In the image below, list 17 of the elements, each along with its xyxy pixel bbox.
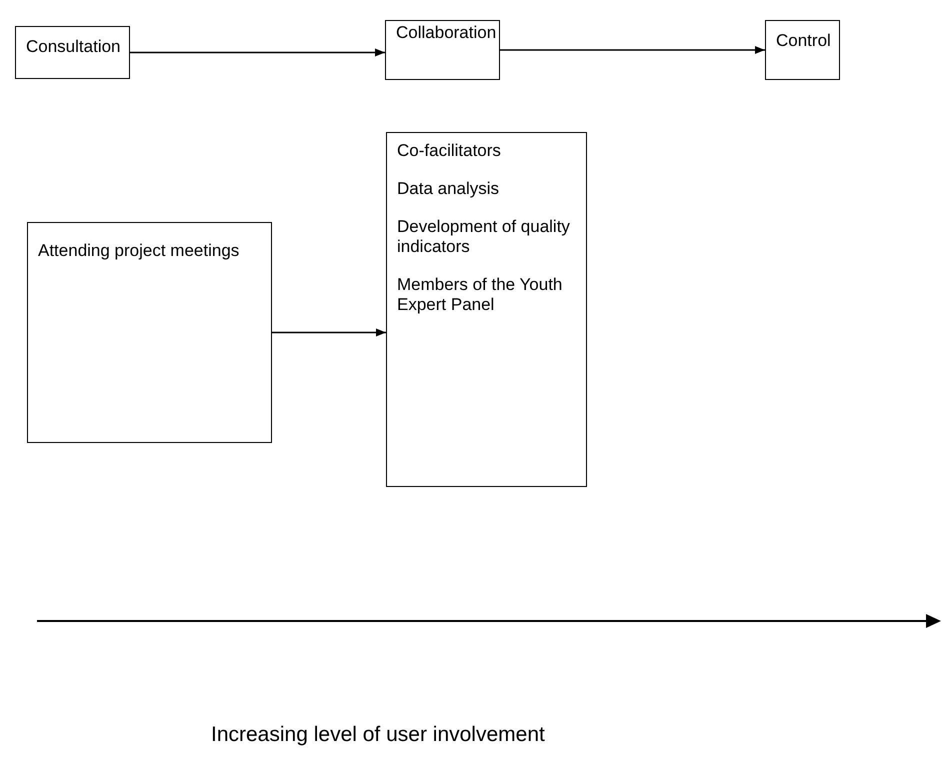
- box-text: Collaboration: [396, 23, 496, 43]
- box-text: Members of the Youth Expert Panel: [397, 275, 564, 315]
- arrow: [500, 46, 765, 54]
- process-box: [27, 222, 272, 443]
- box-text: Development of quality indicators: [397, 217, 571, 257]
- box-text: Attending project meetings: [38, 241, 240, 261]
- process-box: [15, 26, 130, 79]
- process-box: [386, 132, 587, 487]
- box-text: Data analysis: [397, 179, 500, 199]
- box-text: Control: [776, 31, 831, 51]
- box-text: Consultation: [26, 37, 121, 57]
- process-box: [385, 20, 500, 80]
- box-text: Co-facilitators: [397, 141, 501, 161]
- arrow: [272, 328, 386, 336]
- process-box: [765, 20, 840, 80]
- arrow: [130, 48, 385, 56]
- axis-label: Increasing level of user involvement: [211, 722, 545, 748]
